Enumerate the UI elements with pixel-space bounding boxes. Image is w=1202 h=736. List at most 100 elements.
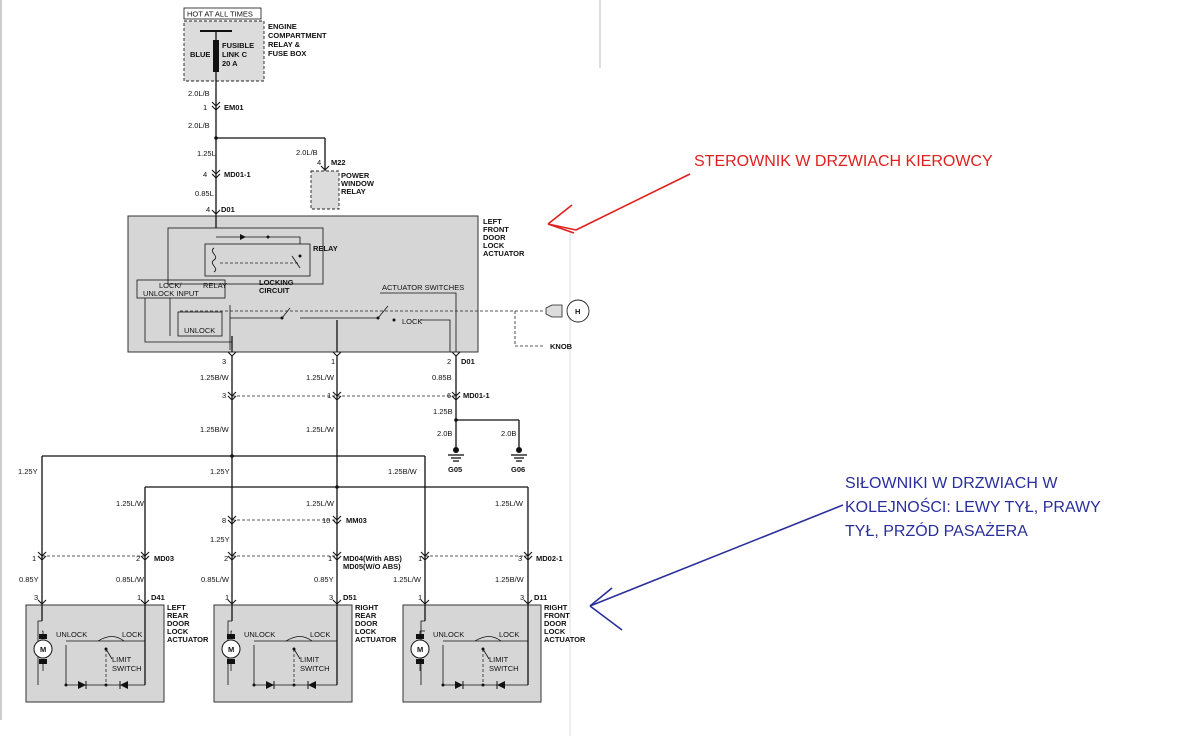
actuator-title-line: DOOR — [544, 619, 567, 628]
annotations: STEROWNIK W DRZWIACH KIEROWCY SIŁOWNIKI … — [547, 153, 1101, 631]
actuator-title-line: ACTUATOR — [355, 635, 397, 644]
diagram-label: CIRCUIT — [259, 286, 290, 295]
diagram-label: 2 — [447, 357, 451, 366]
diagram-label: 0.85L/W — [116, 575, 145, 584]
connector-md01-1-mid: MD01-1 — [463, 391, 490, 400]
lock-label: LOCK — [310, 630, 330, 639]
actuator-title-line: LEFT — [167, 603, 186, 612]
connector-d01-top: D01 — [221, 205, 235, 214]
diagram-label: RELAY — [203, 281, 227, 290]
blue-arrow-head-icon — [589, 587, 623, 631]
diagram-label: LOCK/ — [159, 281, 182, 290]
wire-label: 2.0L/B — [188, 89, 210, 98]
unlock-label: UNLOCK — [244, 630, 275, 639]
diode-icon — [120, 681, 128, 689]
limit-switch-label: LIMIT — [489, 655, 509, 664]
motor-icon — [33, 639, 53, 659]
left-front-actuator: LEFT FRONT DOOR LOCK ACTUATOR RELAY LOCK… — [127, 215, 590, 353]
annotation-actuators-line2: KOLEJNOŚCI: LEWY TYŁ, PRAWY — [845, 497, 1101, 516]
lf-bottom-connectors: 3 1 2 D01 1.25B/W 1.25L/W 0.85B 3 1 6 MD… — [200, 351, 527, 605]
diagram-label: 2.0L/B — [188, 121, 210, 130]
diagram-label: 1.25L/W — [393, 575, 422, 584]
diagram-label: 0.85Y — [314, 575, 334, 584]
diagram-label: 1.25B/W — [388, 467, 418, 476]
diagram-label: 1 — [418, 593, 422, 602]
key-icon: H — [545, 299, 590, 323]
engine-box-line3: RELAY & — [268, 40, 301, 49]
diagram-label: 1 — [137, 593, 141, 602]
engine-box-line4: FUSE BOX — [268, 49, 306, 58]
connector-md02-1: MD02-1 — [536, 554, 563, 563]
fuse-color-label: BLUE — [190, 50, 210, 59]
diagram-label: ACTUATOR — [483, 249, 525, 258]
diagram-label: UNLOCK INPUT — [143, 289, 199, 298]
connector-md03: MD03 — [154, 554, 174, 563]
diagram-label: 0.85Y — [19, 575, 39, 584]
diagram-label: 2 — [136, 554, 140, 563]
actuator-title-line: ACTUATOR — [167, 635, 209, 644]
diagram-label: 1.25Y — [18, 467, 38, 476]
diagram-label: 10 — [322, 516, 330, 525]
motor-label: M — [40, 645, 46, 654]
motor-label: M — [228, 645, 234, 654]
fuse-name-line1: FUSIBLE — [222, 41, 254, 50]
diagram-label: 1.25L/W — [306, 499, 335, 508]
connector-m22: M22 — [331, 158, 346, 167]
diagram-label: 3 — [222, 391, 226, 400]
connector-mm03: MM03 — [346, 516, 367, 525]
diagram-label: 1 — [328, 554, 332, 563]
annotation-actuators-line3: TYŁ, PRZÓD PASAŻERA — [845, 521, 1028, 540]
diagram-label: ACTUATOR SWITCHES — [382, 283, 464, 292]
diode-icon — [308, 681, 316, 689]
ground-g06: G06 — [511, 465, 525, 474]
diagram-label: 1 — [225, 593, 229, 602]
diagram-label: 2.0B — [501, 429, 516, 438]
diagram-label: 1.25L/W — [116, 499, 145, 508]
diode-icon — [455, 681, 463, 689]
annotation-actuators-line1: SIŁOWNIKI W DRZWIACH W — [845, 475, 1058, 492]
diagram-label: DOOR — [483, 233, 506, 242]
connector-em01-symbol — [211, 101, 221, 111]
diagram-label: 6 — [447, 391, 451, 400]
fuse-name-line2: LINK C — [222, 50, 248, 59]
power-window-relay-box — [310, 170, 340, 210]
limit-switch-label: SWITCH — [112, 664, 142, 673]
diagram-label: 1.25L — [197, 149, 216, 158]
diagram-label: 3 — [222, 357, 226, 366]
connector-em01: EM01 — [224, 103, 244, 112]
actuator-title-line: LOCK — [355, 627, 377, 636]
motor-label: M — [417, 645, 423, 654]
unlock-label: UNLOCK — [56, 630, 87, 639]
engine-box-line1: ENGINE — [268, 22, 297, 31]
blue-arrow-line — [589, 504, 844, 607]
diagram-label: 4 — [317, 158, 321, 167]
actuator-title-line: REAR — [167, 611, 189, 620]
diagram-label: LEFT — [483, 217, 502, 226]
ground-g05: G05 — [448, 465, 462, 474]
diagram-label: 0.85L — [195, 189, 214, 198]
diagram-label: 0.85B — [432, 373, 452, 382]
diagram-label: 1 — [331, 357, 335, 366]
diagram-label: 3 — [329, 593, 333, 602]
red-arrow-line — [575, 173, 691, 231]
diagram-label: 4 — [206, 205, 210, 214]
actuator-title-line: REAR — [355, 611, 377, 620]
connector-md01-1-top: MD01-1 — [224, 170, 251, 179]
limit-switch-label: LIMIT — [112, 655, 132, 664]
diagram-label: 8 — [222, 516, 226, 525]
diagram-label: 4 — [203, 170, 207, 179]
ground-g05-icon — [448, 447, 464, 462]
diagram-label: 1.25B — [433, 407, 453, 416]
fuse-name-line3: 20 A — [222, 59, 238, 68]
connector-md04: MD04(With ABS) — [343, 554, 402, 563]
engine-box-line2: COMPARTMENT — [268, 31, 327, 40]
diagram-label: POWER — [341, 171, 370, 180]
diagram-label: 1.25Y — [210, 467, 230, 476]
diagram-label: 1 — [32, 554, 36, 563]
diagram-label: 1.25L/W — [306, 425, 335, 434]
diagram-label: 1.25Y — [210, 535, 230, 544]
